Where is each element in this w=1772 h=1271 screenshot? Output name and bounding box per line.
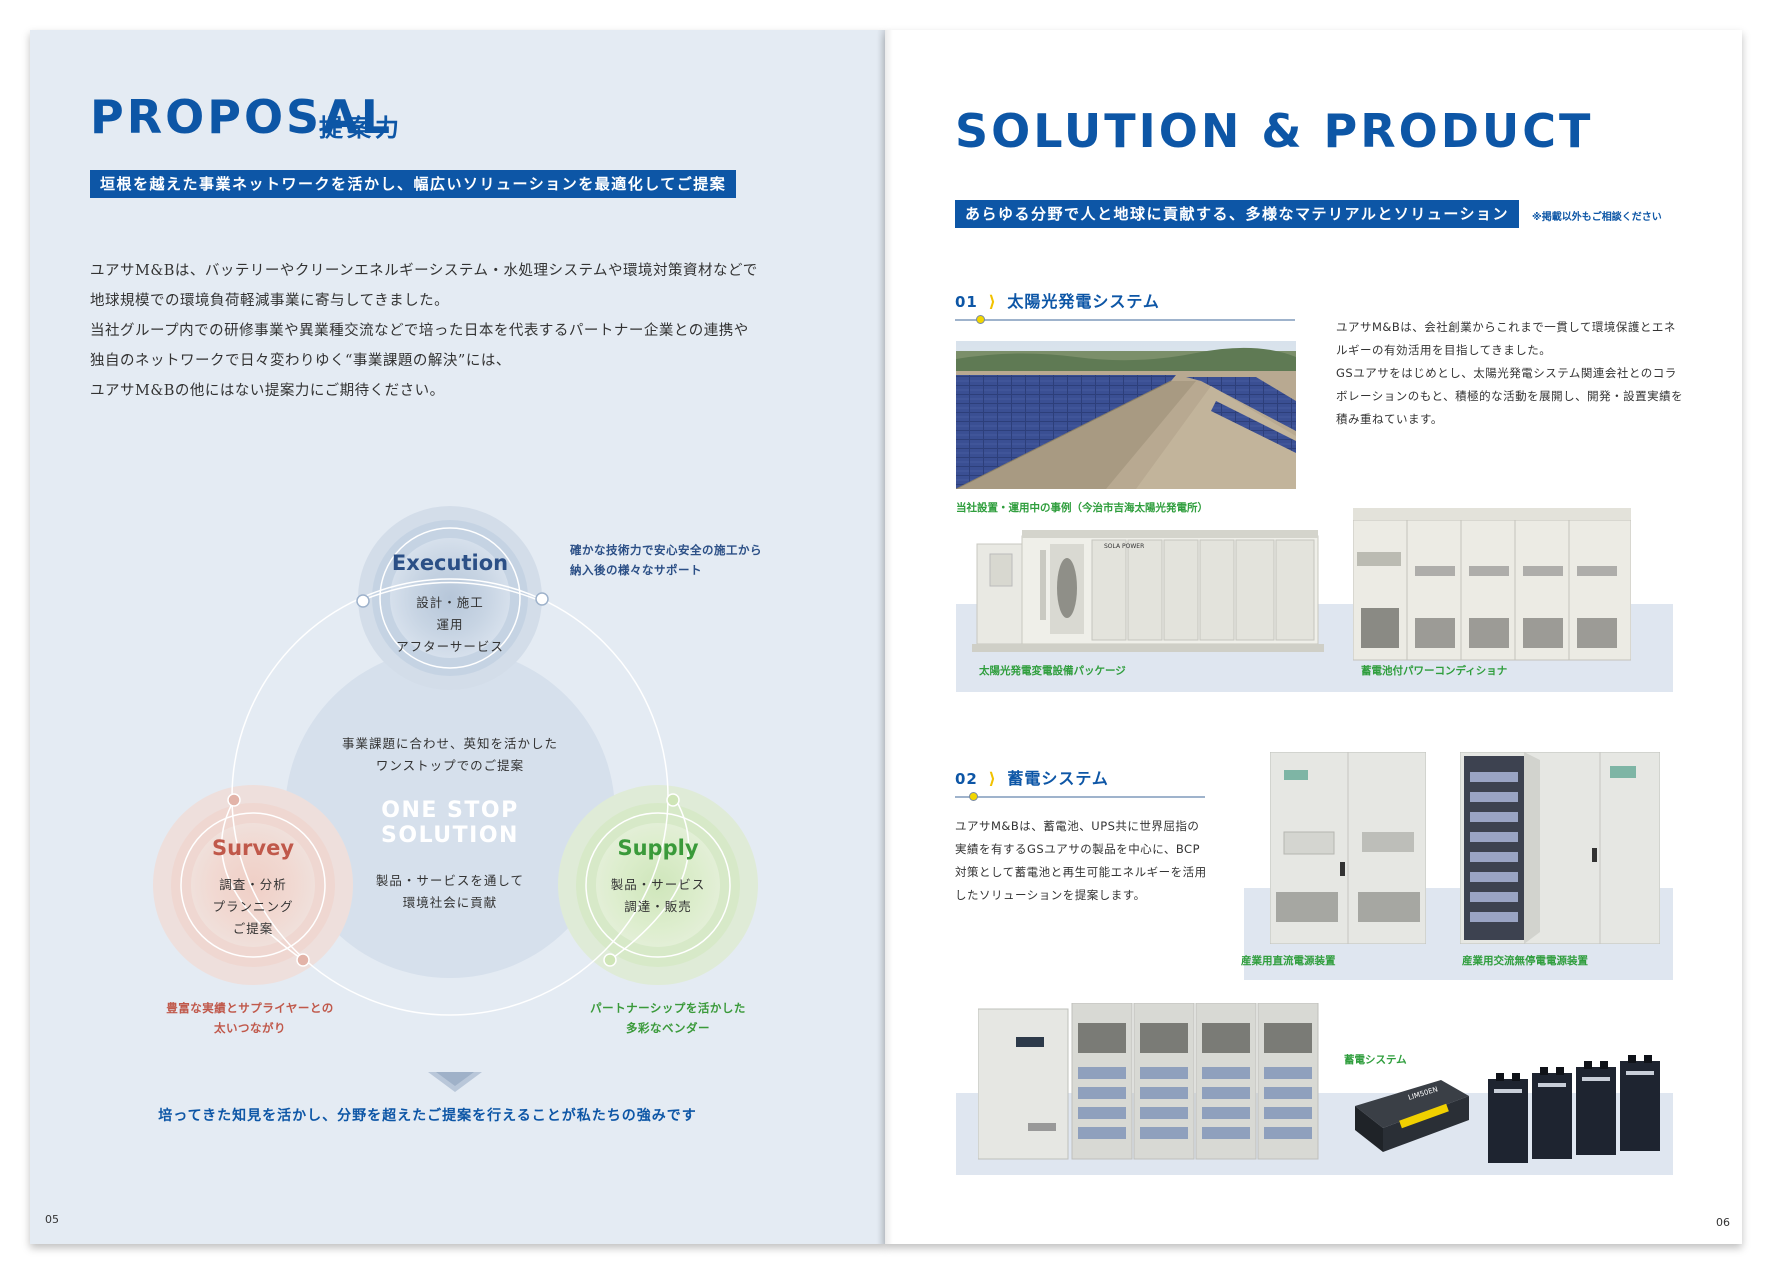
supply-note: パートナーシップを活かした 多彩なベンダー bbox=[568, 998, 768, 1038]
one-stop-diagram bbox=[153, 506, 758, 1092]
intro-line: 当社グループ内での研修事業や異業種交流などで培った日本を代表するパートナー企業と… bbox=[90, 323, 749, 339]
supply-items: 製品・サービス 調達・販売 bbox=[558, 874, 758, 918]
supply-label: Supply bbox=[617, 836, 699, 860]
solution-band-note: ※掲載以外もご相談ください bbox=[1532, 212, 1662, 223]
center-top-text: 事業課題に合わせ、英知を活かした ワンストップでのご提案 bbox=[330, 733, 570, 777]
orbit-dot bbox=[227, 793, 241, 807]
section2-number: 02 bbox=[955, 770, 978, 788]
intro-line: 独自のネットワークで日々変わりゆく“事業課題の解決”には、 bbox=[90, 353, 511, 369]
supply-note-line: パートナーシップを活かした bbox=[590, 1001, 746, 1015]
lithium-battery-module-image: LIM50EN bbox=[1355, 1080, 1469, 1152]
intro-line: 地球規模での環境負荷軽減事業に寄与してきました。 bbox=[90, 293, 450, 309]
section2-title: 蓄電システム bbox=[1007, 769, 1109, 788]
section1-body-line: ルギーの有効活用を目指してきました。 bbox=[1336, 343, 1552, 357]
supply-inner-circle bbox=[596, 823, 720, 947]
intro-line: ユアサM&Bの他にはない提案力にご期待ください。 bbox=[90, 383, 445, 399]
execution-item: 設計・施工 bbox=[416, 595, 484, 610]
execution-inner-circle bbox=[390, 538, 510, 658]
page-number-right: 06 bbox=[1716, 1216, 1730, 1229]
page-number-left: 05 bbox=[45, 1213, 59, 1226]
conclusion-text: 培ってきた知見を活かし、分野を超えたご提案を行えることが私たちの強みです bbox=[158, 1108, 697, 1124]
survey-item: プランニング bbox=[212, 899, 294, 914]
section1-body-line: GSユアサをはじめとし、太陽光発電システム関連会社とのコラ bbox=[1336, 366, 1677, 380]
section2-body-line: したソリューションを提案します。 bbox=[955, 888, 1146, 902]
section1-heading: 01 ⟩ 太陽光発電システム bbox=[955, 288, 1160, 312]
proposal-title: PROPOSAL bbox=[90, 90, 394, 144]
execution-label: Execution bbox=[391, 551, 509, 575]
execution-note: 確かな技術力で安心安全の施工から 納入後の様々なサポート bbox=[570, 540, 762, 580]
section2-heading: 02 ⟩ 蓄電システム bbox=[955, 765, 1109, 789]
section1-title: 太陽光発電システム bbox=[1007, 292, 1160, 311]
execution-items: 設計・施工 運用 アフターサービス bbox=[350, 592, 550, 658]
section-bracket-icon: ⟩ bbox=[988, 292, 997, 311]
survey-item: ご提案 bbox=[232, 921, 274, 936]
section2-body-line: 対策として蓄電池と再生可能エネルギーを活用 bbox=[955, 865, 1207, 879]
survey-note-line: 豊富な実績とサプライヤーとの bbox=[166, 1001, 334, 1015]
proposal-intro: ユアサM&Bは、バッテリーやクリーンエネルギーシステム・水処理システムや環境対策… bbox=[90, 256, 790, 406]
solar-substation-package-image: SOLA POWER bbox=[972, 530, 1324, 652]
center-bottom-line: 製品・サービスを通して bbox=[375, 873, 525, 888]
proposal-subtitle: 提案力 bbox=[319, 114, 403, 142]
battery-power-conditioner-image bbox=[1353, 508, 1631, 661]
center-top-line: ワンストップでのご提案 bbox=[375, 758, 525, 773]
section2-rule bbox=[955, 796, 1205, 798]
section1-body-line: ボレーションのもと、積極的な活動を展開し、開発・設置実績を bbox=[1336, 389, 1684, 403]
page-spine bbox=[877, 30, 893, 1244]
intro-line: ユアサM&Bは、バッテリーやクリーンエネルギーシステム・水処理システムや環境対策… bbox=[90, 263, 758, 279]
center-top-line: 事業課題に合わせ、英知を活かした bbox=[341, 736, 558, 751]
product-caption-ups: 産業用交流無停電電源装置 bbox=[1462, 955, 1588, 967]
orbit-dot bbox=[666, 793, 680, 807]
supply-item: 製品・サービス bbox=[610, 877, 706, 892]
ups-image bbox=[1460, 752, 1660, 944]
storage-system-cabinets-image bbox=[978, 1003, 1319, 1160]
lead-acid-batteries-image bbox=[1488, 1055, 1660, 1163]
product-caption-storage: 蓄電システム bbox=[1344, 1054, 1407, 1066]
center-circle bbox=[285, 648, 615, 978]
orbit-dot bbox=[603, 953, 617, 967]
section2-rule-dot bbox=[969, 792, 978, 801]
solution-title: SOLUTION & PRODUCT bbox=[955, 104, 1594, 158]
product-brand-label: SOLA POWER bbox=[1104, 543, 1144, 550]
dc-power-supply-image bbox=[1270, 752, 1426, 944]
orbit-dot bbox=[535, 592, 549, 606]
section-bracket-icon: ⟩ bbox=[988, 769, 997, 788]
product-caption-power-conditioner: 蓄電池付パワーコンディショナ bbox=[1361, 665, 1508, 677]
section1-rule bbox=[955, 319, 1295, 321]
supply-item: 調達・販売 bbox=[624, 899, 692, 914]
product-caption-solar-package: 太陽光発電変電設備パッケージ bbox=[979, 665, 1126, 677]
section1-number: 01 bbox=[955, 293, 978, 311]
section1-body-line: ユアサM&Bは、会社創業からこれまで一貫して環境保護とエネ bbox=[1336, 320, 1676, 334]
orbit-dot bbox=[296, 953, 310, 967]
one-stop-solution-title: ONE STOP SOLUTION bbox=[381, 798, 519, 848]
execution-note-line: 納入後の様々なサポート bbox=[570, 563, 702, 577]
execution-item: アフターサービス bbox=[396, 639, 504, 654]
supply-note-line: 多彩なベンダー bbox=[626, 1021, 710, 1035]
solar-photo-caption: 当社設置・運用中の事例（今治市吉海太陽光発電所） bbox=[956, 502, 1208, 514]
product-caption-dc-power: 産業用直流電源装置 bbox=[1241, 955, 1336, 967]
section1-body-line: 積み重ねています。 bbox=[1336, 412, 1443, 426]
section2-body-line: 実績を有するGSユアサの製品を中心に、BCP bbox=[955, 842, 1201, 856]
orbit-dot bbox=[356, 594, 370, 608]
survey-note-line: 太いつながり bbox=[214, 1021, 286, 1035]
solar-farm-photo bbox=[956, 341, 1296, 489]
execution-note-line: 確かな技術力で安心安全の施工から bbox=[570, 543, 762, 557]
survey-note: 豊富な実績とサプライヤーとの 太いつながり bbox=[150, 998, 350, 1038]
survey-items: 調査・分析 プランニング ご提案 bbox=[153, 874, 353, 940]
section2-body: ユアサM&Bは、蓄電池、UPS共に世界屈指の 実績を有するGSユアサの製品を中心… bbox=[955, 815, 1235, 907]
section1-body: ユアサM&Bは、会社創業からこれまで一貫して環境保護とエネ ルギーの有効活用を目… bbox=[1336, 316, 1686, 431]
survey-item: 調査・分析 bbox=[219, 877, 287, 892]
execution-item: 運用 bbox=[436, 617, 464, 632]
solution-band: あらゆる分野で人と地球に貢献する、多様なマテリアルとソリューション bbox=[955, 200, 1520, 228]
center-bottom-line: 環境社会に貢献 bbox=[402, 895, 498, 910]
center-bottom-text: 製品・サービスを通して 環境社会に貢献 bbox=[350, 870, 550, 914]
survey-label: Survey bbox=[211, 836, 295, 860]
section2-body-line: ユアサM&Bは、蓄電池、UPS共に世界屈指の bbox=[955, 819, 1200, 833]
proposal-band: 垣根を越えた事業ネットワークを活かし、幅広いソリューションを最適化してご提案 bbox=[90, 170, 737, 198]
section1-rule-dot bbox=[976, 315, 985, 324]
